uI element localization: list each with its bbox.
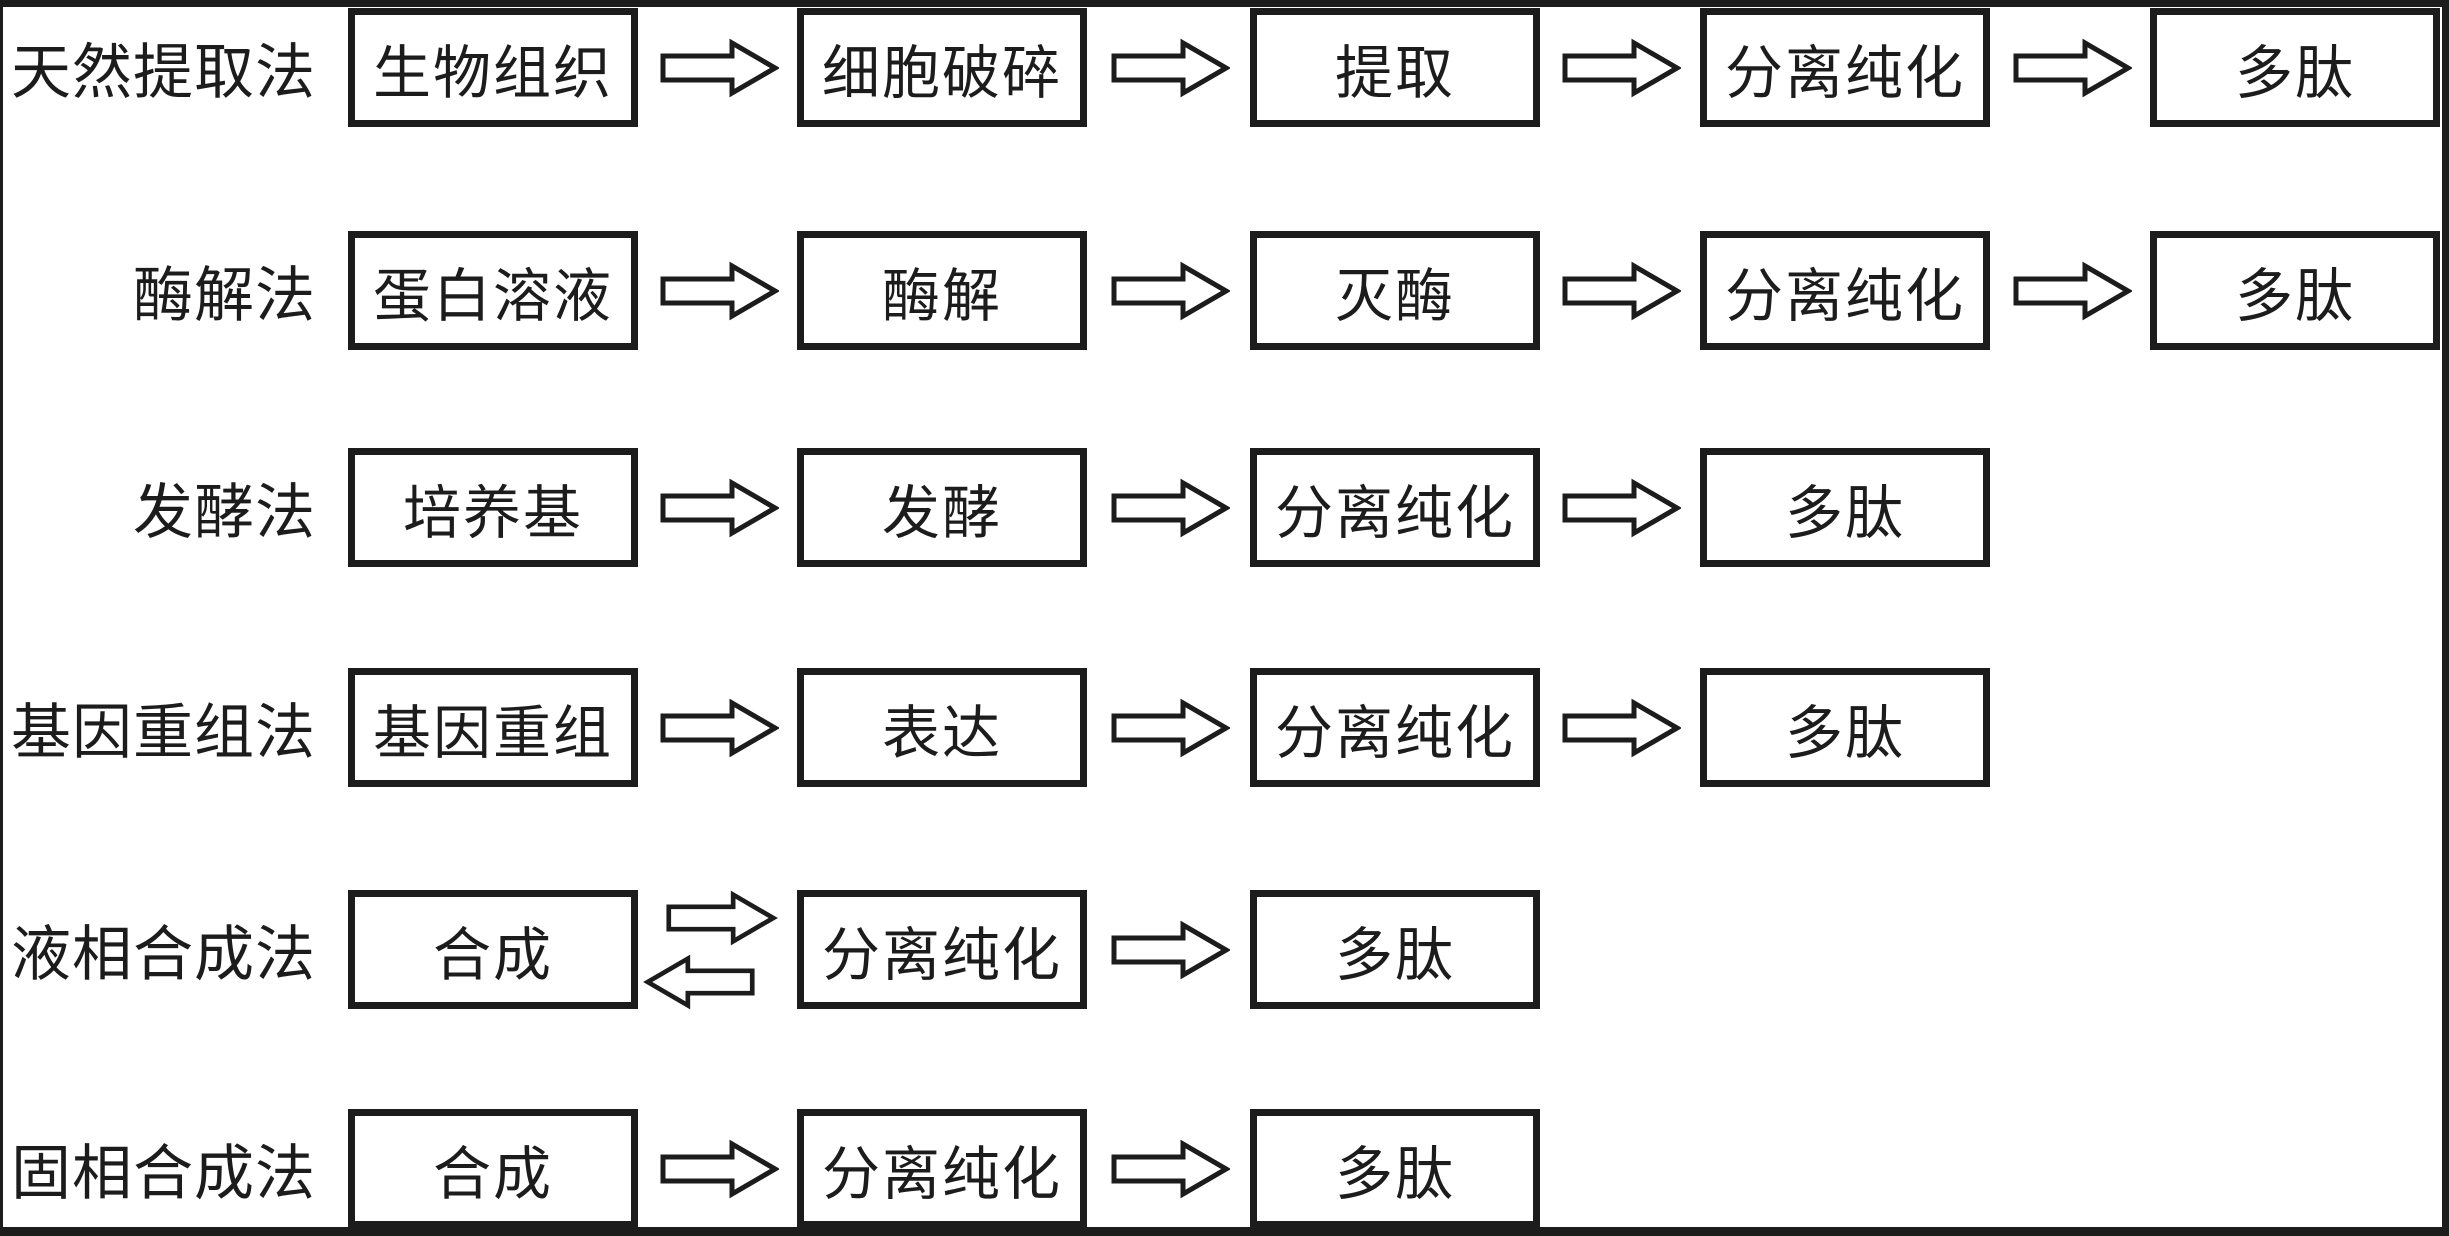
flow-box: 基因重组 bbox=[348, 668, 638, 787]
arrow-right-icon bbox=[660, 698, 779, 758]
arrow-right-icon bbox=[660, 478, 779, 538]
method-row-liquid-phase-synthesis: 液相合成法 合成 分离纯化 多肽 bbox=[0, 890, 2449, 1010]
flow-box: 多肽 bbox=[1250, 1109, 1540, 1228]
flow-box: 分离纯化 bbox=[797, 1109, 1087, 1228]
method-label: 基因重组法 bbox=[11, 700, 316, 766]
flow-box: 多肽 bbox=[1250, 890, 1540, 1009]
method-row-gene-recombination: 基因重组法 基因重组 表达 分离纯化 多肽 bbox=[0, 668, 2449, 787]
flow-box: 细胞破碎 bbox=[797, 8, 1087, 127]
arrow-right-icon bbox=[1562, 698, 1681, 758]
method-label: 酶解法 bbox=[133, 263, 316, 329]
arrow-right-icon bbox=[1111, 478, 1230, 538]
method-label: 液相合成法 bbox=[11, 922, 316, 988]
flow-box: 生物组织 bbox=[348, 8, 638, 127]
flow-box: 多肽 bbox=[2150, 231, 2440, 350]
flow-box: 分离纯化 bbox=[1700, 231, 1990, 350]
flow-box: 合成 bbox=[348, 1109, 638, 1228]
flow-box: 多肽 bbox=[2150, 8, 2440, 127]
arrow-right-icon bbox=[660, 261, 779, 321]
arrow-right-icon bbox=[2013, 38, 2132, 98]
arrow-right-icon bbox=[1111, 261, 1230, 321]
arrow-right-icon bbox=[660, 1139, 779, 1199]
method-row-solid-phase-synthesis: 固相合成法 合成 分离纯化 多肽 bbox=[0, 1109, 2449, 1228]
arrow-right-icon bbox=[660, 38, 779, 98]
flow-box: 多肽 bbox=[1700, 668, 1990, 787]
arrow-bidirectional-group bbox=[640, 890, 781, 1010]
arrow-right-icon bbox=[1562, 261, 1681, 321]
method-label: 固相合成法 bbox=[11, 1141, 316, 1207]
arrow-right-icon bbox=[2013, 261, 2132, 321]
flow-box: 多肽 bbox=[1700, 448, 1990, 567]
flow-box: 表达 bbox=[797, 668, 1087, 787]
flow-box: 酶解 bbox=[797, 231, 1087, 350]
arrow-left-icon bbox=[640, 954, 759, 1010]
arrow-right-icon bbox=[1111, 1139, 1230, 1199]
flow-box: 分离纯化 bbox=[1250, 448, 1540, 567]
flow-box: 合成 bbox=[348, 890, 638, 1009]
method-row-fermentation: 发酵法 培养基 发酵 分离纯化 多肽 bbox=[0, 448, 2449, 567]
method-label: 发酵法 bbox=[133, 480, 316, 546]
method-row-natural-extraction: 天然提取法 生物组织 细胞破碎 提取 分离纯化 多肽 bbox=[0, 8, 2449, 127]
arrow-right-icon bbox=[1111, 920, 1230, 980]
method-row-enzymatic: 酶解法 蛋白溶液 酶解 灭酶 分离纯化 多肽 bbox=[0, 231, 2449, 350]
arrow-right-icon bbox=[1562, 478, 1681, 538]
arrow-right-icon bbox=[1562, 38, 1681, 98]
flow-box: 蛋白溶液 bbox=[348, 231, 638, 350]
flow-box: 分离纯化 bbox=[1700, 8, 1990, 127]
flow-box: 分离纯化 bbox=[1250, 668, 1540, 787]
method-label: 天然提取法 bbox=[11, 40, 316, 106]
flow-box: 发酵 bbox=[797, 448, 1087, 567]
flow-box: 分离纯化 bbox=[797, 890, 1087, 1009]
flow-box: 培养基 bbox=[348, 448, 638, 567]
arrow-right-icon bbox=[1111, 698, 1230, 758]
flow-box: 灭酶 bbox=[1250, 231, 1540, 350]
flow-box: 提取 bbox=[1250, 8, 1540, 127]
arrow-right-icon bbox=[1111, 38, 1230, 98]
arrow-right-icon bbox=[662, 890, 781, 946]
